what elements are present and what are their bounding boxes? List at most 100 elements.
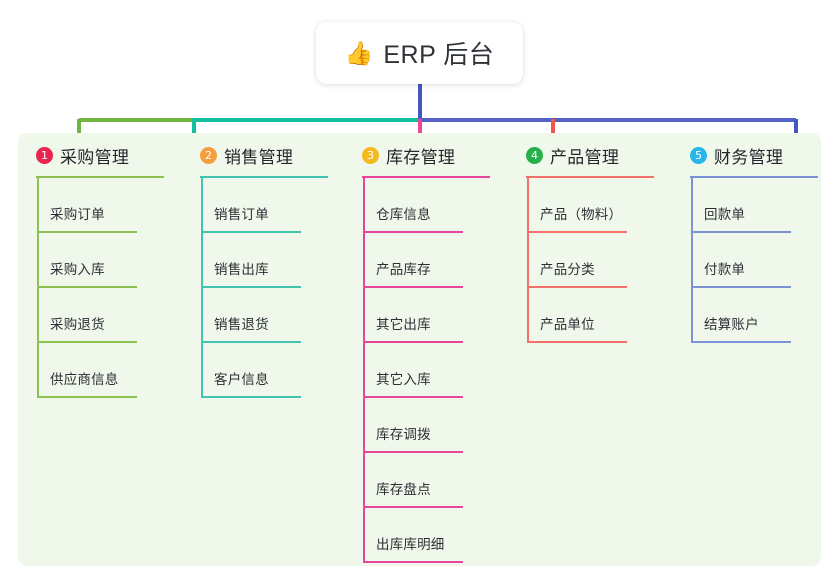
leaf-item-underline [363, 561, 463, 563]
leaf-item[interactable]: 仓库信息 [344, 178, 504, 233]
leaf-item-underline [363, 341, 463, 343]
column-underline-3 [362, 176, 490, 178]
leaf-item[interactable]: 产品库存 [344, 233, 504, 288]
column-title-4: 产品管理 [550, 147, 620, 167]
column-5: 5 财务管理回款单付款单结算账户 [672, 133, 832, 343]
column-title-5: 财务管理 [714, 147, 784, 167]
leaf-item-label: 销售订单 [214, 207, 269, 222]
column-spine-3 [363, 178, 365, 563]
leaf-item-label: 供应商信息 [50, 372, 119, 387]
column-header-3[interactable]: 3 库存管理 [344, 133, 504, 177]
leaf-item-underline [37, 341, 137, 343]
leaf-item-underline [201, 286, 301, 288]
column-items-3: 仓库信息产品库存其它出库其它入库库存调拨库存盘点出库库明细 [344, 178, 504, 563]
leaf-item-underline [363, 396, 463, 398]
leaf-item[interactable]: 客户信息 [182, 343, 342, 398]
leaf-item-label: 采购退货 [50, 317, 105, 332]
column-title-3: 库存管理 [386, 147, 456, 167]
column-4: 4 产品管理产品（物料） 产品分类产品单位 [508, 133, 668, 343]
column-badge-1: 1 [36, 146, 53, 164]
leaf-item-underline [691, 286, 791, 288]
leaf-item-underline [527, 341, 627, 343]
leaf-item-label: 产品单位 [540, 317, 595, 332]
leaf-item[interactable]: 销售出库 [182, 233, 342, 288]
column-title-1: 采购管理 [60, 147, 130, 167]
leaf-item-label: 结算账户 [704, 317, 759, 332]
column-items-2: 销售订单销售出库销售退货客户信息 [182, 178, 342, 398]
leaf-item-underline [527, 231, 627, 233]
leaf-item[interactable]: 供应商信息 [18, 343, 178, 398]
column-header-4[interactable]: 4 产品管理 [508, 133, 668, 177]
column-header-1[interactable]: 1 采购管理 [18, 133, 178, 177]
leaf-item[interactable]: 库存调拨 [344, 398, 504, 453]
leaf-item-label: 产品库存 [376, 262, 431, 277]
column-badge-5: 5 [690, 146, 707, 164]
leaf-item[interactable]: 其它出库 [344, 288, 504, 343]
column-spine-2 [201, 178, 203, 398]
column-2: 2 销售管理销售订单销售出库销售退货客户信息 [182, 133, 342, 398]
leaf-item-underline [363, 506, 463, 508]
column-badge-3: 3 [362, 146, 379, 164]
leaf-item-label: 仓库信息 [376, 207, 431, 222]
leaf-item[interactable]: 回款单 [672, 178, 832, 233]
leaf-item-label: 付款单 [704, 262, 746, 277]
leaf-item[interactable]: 销售订单 [182, 178, 342, 233]
leaf-item[interactable]: 库存盘点 [344, 453, 504, 508]
leaf-item[interactable]: 采购退货 [18, 288, 178, 343]
column-spine-5 [691, 178, 693, 343]
column-underline-2 [200, 176, 328, 178]
column-items-5: 回款单付款单结算账户 [672, 178, 832, 343]
leaf-item[interactable]: 出库库明细 [344, 508, 504, 563]
thumbs-up-icon: 👍 [344, 40, 374, 66]
leaf-item-label: 库存调拨 [376, 427, 431, 442]
leaf-item[interactable]: 付款单 [672, 233, 832, 288]
leaf-item-underline [201, 396, 301, 398]
leaf-item-underline [691, 341, 791, 343]
column-underline-5 [690, 176, 818, 178]
leaf-item[interactable]: 产品单位 [508, 288, 668, 343]
leaf-item-label: 产品分类 [540, 262, 595, 277]
column-items-1: 采购订单采购入库采购退货供应商信息 [18, 178, 178, 398]
leaf-item[interactable]: 结算账户 [672, 288, 832, 343]
leaf-item[interactable]: 产品（物料） [508, 178, 668, 233]
column-badge-4: 4 [526, 146, 543, 164]
leaf-item[interactable]: 采购入库 [18, 233, 178, 288]
leaf-item-label: 库存盘点 [376, 482, 431, 497]
mindmap-panel [18, 133, 821, 566]
leaf-item-underline [527, 286, 627, 288]
leaf-item-underline [363, 231, 463, 233]
leaf-item-underline [363, 451, 463, 453]
leaf-item-label: 出库库明细 [376, 537, 445, 552]
leaf-item[interactable]: 产品分类 [508, 233, 668, 288]
leaf-item-label: 其它入库 [376, 372, 431, 387]
leaf-item-label: 销售出库 [214, 262, 269, 277]
column-header-5[interactable]: 5 财务管理 [672, 133, 832, 177]
leaf-item[interactable]: 采购订单 [18, 178, 178, 233]
leaf-item-underline [37, 231, 137, 233]
leaf-item-label: 采购入库 [50, 262, 105, 277]
leaf-item-label: 采购订单 [50, 207, 105, 222]
column-title-2: 销售管理 [224, 147, 294, 167]
root-node-title: ERP 后台 [383, 41, 495, 69]
leaf-item-label: 销售退货 [214, 317, 269, 332]
column-badge-2: 2 [200, 146, 217, 164]
column-header-2[interactable]: 2 销售管理 [182, 133, 342, 177]
leaf-item-underline [691, 231, 791, 233]
leaf-item-label: 其它出库 [376, 317, 431, 332]
leaf-item-underline [201, 231, 301, 233]
column-spine-4 [527, 178, 529, 343]
leaf-item-label: 回款单 [704, 207, 746, 222]
root-node-card[interactable]: 👍 ERP 后台 [316, 22, 523, 84]
leaf-item[interactable]: 其它入库 [344, 343, 504, 398]
leaf-item[interactable]: 销售退货 [182, 288, 342, 343]
leaf-item-label: 产品（物料） [540, 207, 623, 222]
leaf-item-label: 客户信息 [214, 372, 269, 387]
column-items-4: 产品（物料） 产品分类产品单位 [508, 178, 668, 343]
column-spine-1 [37, 178, 39, 398]
column-underline-1 [36, 176, 164, 178]
leaf-item-underline [37, 396, 137, 398]
column-3: 3 库存管理仓库信息产品库存其它出库其它入库库存调拨库存盘点出库库明细 [344, 133, 504, 563]
leaf-item-underline [363, 286, 463, 288]
column-1: 1 采购管理采购订单采购入库采购退货供应商信息 [18, 133, 178, 398]
leaf-item-underline [201, 341, 301, 343]
